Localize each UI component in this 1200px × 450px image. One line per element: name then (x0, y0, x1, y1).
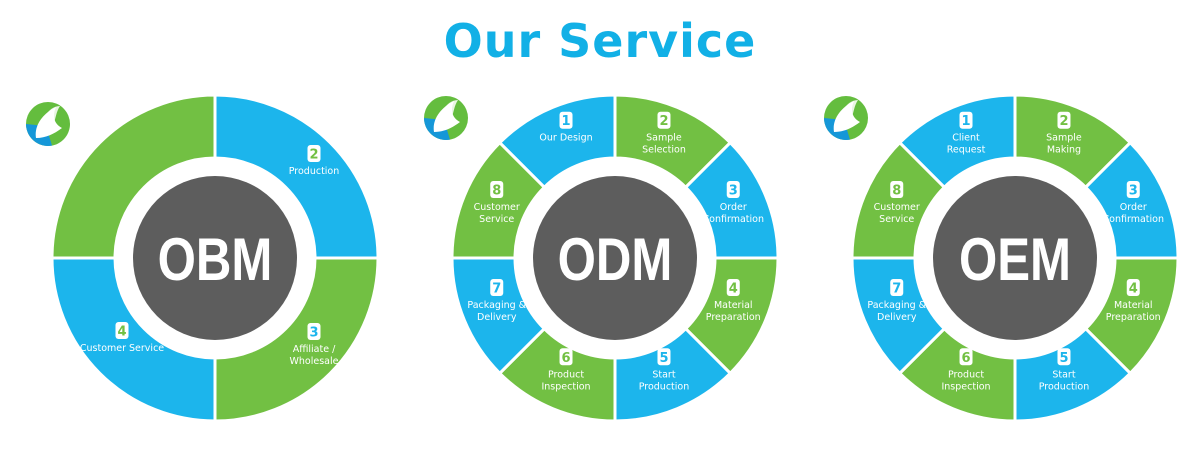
page-title: Our Service (443, 14, 757, 68)
step-label: Our Design (539, 133, 592, 144)
step-label: Affiliate / (293, 344, 336, 355)
step-number-badge (890, 181, 904, 199)
step-number-badge (559, 111, 573, 129)
step-number: 3 (1129, 184, 1138, 199)
segment-3 (50, 256, 217, 423)
brand-logo-icon (824, 96, 868, 140)
step-label: Wholesale (290, 356, 339, 367)
step-number-badge (890, 278, 904, 296)
step-number-badge (115, 322, 129, 339)
segment-2 (213, 256, 380, 423)
step-label: Customer (474, 202, 520, 213)
step-label: Confirmation (1103, 214, 1164, 225)
step-label: Packaging & (467, 300, 526, 311)
step-label: Order (720, 202, 747, 213)
step-label: Product (548, 369, 584, 380)
step-label: Delivery (877, 312, 917, 323)
step-label: Request (947, 145, 986, 156)
step-number: 6 (961, 351, 970, 366)
step-label: Customer (874, 202, 920, 213)
step-number-badge (726, 181, 740, 199)
step-number-badge (1057, 111, 1071, 129)
step-label: Preparation (1106, 312, 1161, 323)
step-label: Confirmation (703, 214, 764, 225)
segment-1 (213, 93, 380, 260)
step-label: Order (1120, 202, 1147, 213)
step-number-badge (307, 145, 321, 162)
step-label: Inspection (941, 381, 990, 392)
step-label: Sample (646, 133, 682, 144)
brand-logo-icon (424, 96, 468, 140)
step-label: Start (1052, 369, 1075, 380)
step-label: Client (952, 133, 980, 144)
step-label: Sample (1046, 133, 1082, 144)
center-label: OEM (959, 225, 1071, 293)
step-number: 7 (892, 281, 901, 296)
step-number: 3 (729, 184, 738, 199)
step-number: 2 (659, 114, 668, 129)
segment-4 (50, 93, 217, 260)
step-label: Selection (642, 145, 686, 156)
step-number-badge (959, 111, 973, 129)
step-number: 2 (1059, 114, 1068, 129)
segment-8 (450, 140, 547, 260)
center-disc (533, 176, 697, 340)
step-label: Production (1039, 381, 1090, 392)
step-number: 8 (892, 184, 901, 199)
step-label: Customer Service (80, 343, 164, 354)
step-number-badge (657, 348, 671, 366)
step-number-badge (307, 323, 321, 340)
step-label: Service (879, 214, 914, 225)
center-disc (933, 176, 1097, 340)
step-label: Start (652, 369, 675, 380)
step-number-badge (726, 278, 740, 296)
step-label: Preparation (706, 312, 761, 323)
step-number: 4 (729, 281, 738, 296)
step-number-badge (959, 348, 973, 366)
step-number: 7 (492, 281, 501, 296)
step-number: 1 (561, 114, 570, 129)
step-label: Material (714, 300, 753, 311)
center-label: OBM (158, 225, 273, 293)
step-number: 4 (1129, 281, 1138, 296)
step-number: 6 (561, 351, 570, 366)
center-disc (133, 176, 297, 340)
step-number-badge (559, 348, 573, 366)
step-number: 1 (961, 114, 970, 129)
step-number: 4 (117, 325, 126, 340)
step-label: Delivery (477, 312, 517, 323)
step-number: 3 (309, 326, 318, 341)
step-number: 5 (659, 351, 668, 366)
step-number: 2 (309, 148, 318, 163)
step-number-badge (490, 278, 504, 296)
step-number: 5 (1059, 351, 1068, 366)
step-number: 8 (492, 184, 501, 199)
step-label: Inspection (541, 381, 590, 392)
step-label: Packaging & (867, 300, 926, 311)
step-number-badge (1057, 348, 1071, 366)
step-label: Production (639, 381, 690, 392)
step-label: Making (1047, 145, 1081, 156)
brand-logo-icon (26, 102, 70, 146)
step-number-badge (1126, 278, 1140, 296)
step-number-badge (657, 111, 671, 129)
segment-8 (850, 140, 947, 260)
step-number-badge (490, 181, 504, 199)
step-number-badge (1126, 181, 1140, 199)
center-label: ODM (558, 225, 673, 293)
step-label: Material (1114, 300, 1153, 311)
step-label: Product (948, 369, 984, 380)
step-label: Production (289, 166, 340, 177)
step-label: Service (479, 214, 514, 225)
